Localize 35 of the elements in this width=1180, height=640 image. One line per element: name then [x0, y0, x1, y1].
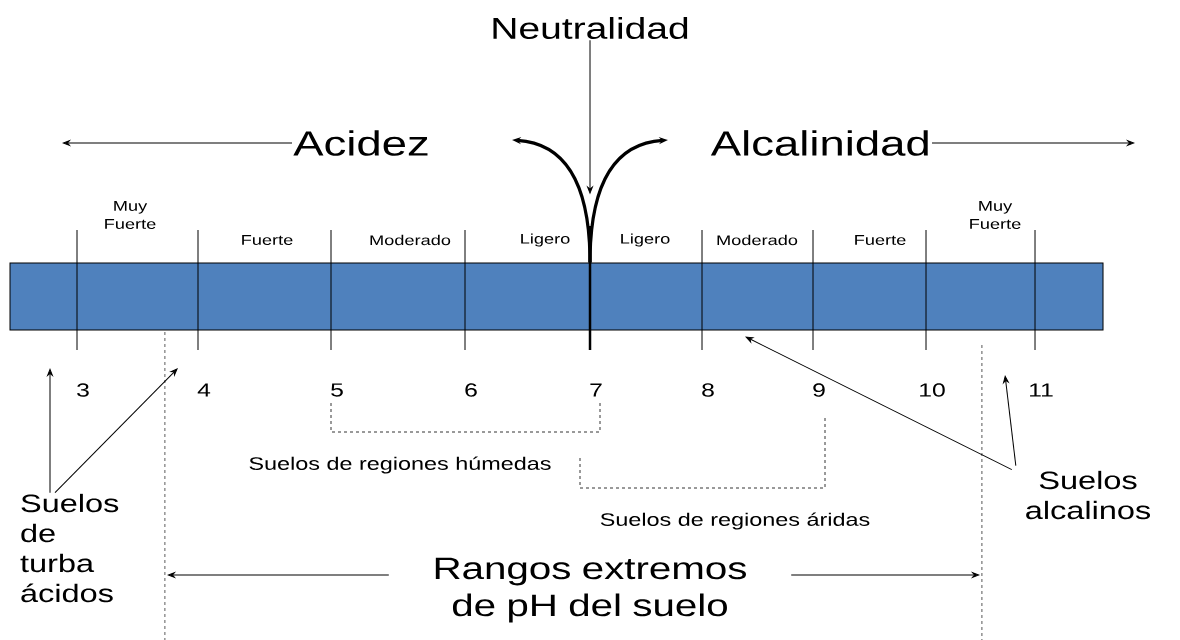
ph-number: 3 — [77, 383, 89, 397]
scale-label: Muy Fuerte — [105, 201, 156, 229]
scale-label: Ligero — [521, 233, 570, 247]
arrow — [931, 140, 1135, 146]
scale-label: Fuerte — [242, 235, 293, 245]
heading-text: Acidez — [293, 130, 428, 156]
heading-text: Alcalinidad — [710, 130, 928, 156]
arrow — [54, 368, 178, 494]
ph-number: 9 — [813, 383, 825, 397]
ph-number: 8 — [702, 383, 714, 397]
arrow — [62, 140, 293, 146]
scale-label: Moderado — [717, 234, 798, 246]
heading-text: Neutralidad — [493, 17, 688, 39]
ph-number: 10 — [920, 383, 945, 397]
ph-scale-bar — [9, 262, 1104, 331]
arrow — [745, 336, 1013, 471]
arrow — [587, 39, 593, 194]
arrow — [167, 572, 390, 578]
scale-label: Fuerte — [855, 235, 906, 245]
ph-number: 5 — [331, 383, 343, 397]
arrow — [790, 572, 980, 578]
range-label: Suelos de regiones húmedas — [249, 456, 551, 474]
scale-label: Muy Fuerte — [970, 201, 1021, 229]
caption-text: Suelos de turba ácidos — [20, 493, 119, 603]
arrow — [47, 368, 53, 494]
scale-label: Moderado — [370, 234, 451, 246]
caption-text: Rangos extremos de pH del suelo — [435, 557, 746, 623]
ph-number: 11 — [1030, 383, 1053, 397]
caption-text: Suelos alcalinos — [1026, 470, 1151, 520]
range-label: Suelos de regiones áridas — [600, 512, 870, 530]
ph-number: 7 — [590, 383, 602, 397]
scale-label: Ligero — [621, 233, 670, 247]
ph-number: 4 — [197, 383, 211, 397]
ph-number: 6 — [465, 383, 477, 397]
arrow — [1003, 375, 1017, 467]
